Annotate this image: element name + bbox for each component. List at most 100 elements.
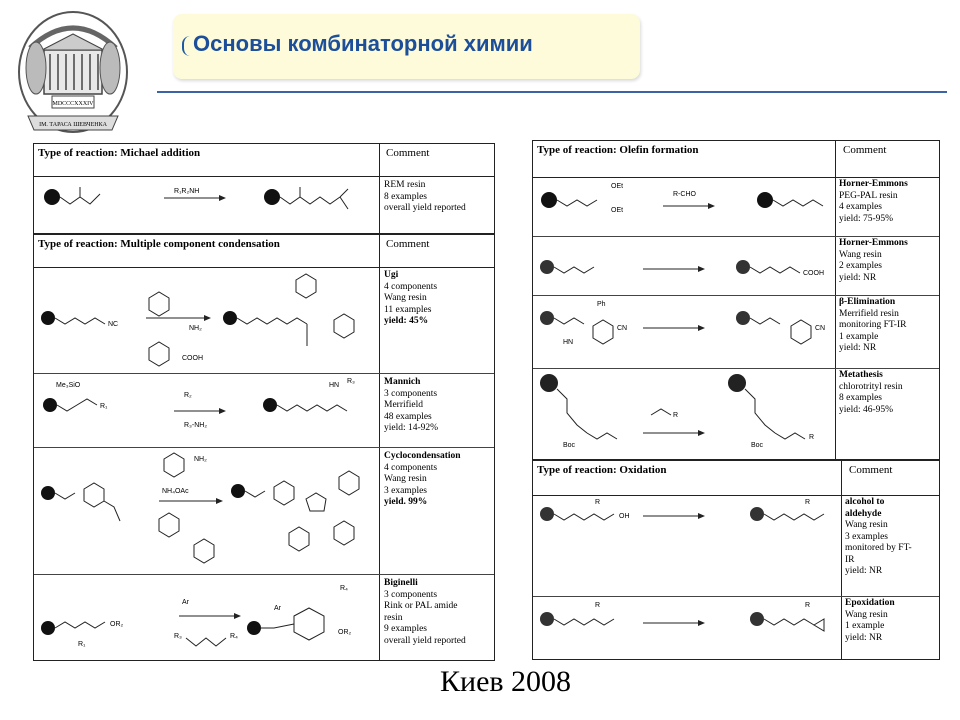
oxidation-table: Type of reaction: Oxidation Comment R OH… xyxy=(532,460,940,660)
reaction-row-biginelli: OR₂ R₁ Ar R₃ R₄ Ar R₄ OR₂ Biginelli 3 co… xyxy=(34,576,494,660)
comment-line: 2 examples xyxy=(839,261,883,271)
reaction-type-label: Type of reaction: Oxidation xyxy=(537,464,667,476)
svg-text:R₄: R₄ xyxy=(340,585,348,592)
svg-text:NH₂: NH₂ xyxy=(189,325,202,332)
comment-line: REM resin xyxy=(384,180,426,190)
comment-header: Comment xyxy=(386,147,430,159)
comment-line: overall yield reported xyxy=(384,635,466,646)
column-divider xyxy=(379,144,380,233)
comment-line: 9 examples xyxy=(384,624,428,634)
resin-bead xyxy=(44,189,60,205)
slide-title: Основы комбинаторной химии xyxy=(193,31,533,56)
comment-line: 1 example xyxy=(845,621,885,631)
logo-year: MDCCCXXXIV xyxy=(52,101,94,107)
resin-bead xyxy=(264,189,280,205)
reaction-type-label: Type of reaction: Michael addition xyxy=(38,147,201,159)
ugi-scheme: NC NH₂ COOH xyxy=(41,273,355,367)
svg-text:R₁: R₁ xyxy=(78,641,86,648)
reaction-row-epoxidation: R R Epoxidation Wang resin 1 example yie… xyxy=(533,597,939,659)
reaction-type-label: Type of reaction: Multiple component con… xyxy=(38,238,280,250)
comment-line: monitoring FT-IR xyxy=(839,320,907,330)
horner-emmons-1-comments: Horner-Emmons PEG-PAL resin 4 examples y… xyxy=(839,179,908,225)
reaction-name: Epoxidation xyxy=(845,598,895,608)
svg-text:Boc: Boc xyxy=(751,442,764,449)
comment-line: yield: NR xyxy=(845,632,883,643)
comment-line: monitored by FT- xyxy=(845,543,912,553)
svg-text:OR₂: OR₂ xyxy=(110,621,124,628)
svg-text:HN: HN xyxy=(329,382,339,389)
svg-text:R: R xyxy=(595,602,600,609)
beta-elimination-scheme: Ph CN HN CN xyxy=(540,301,825,346)
epoxidation-scheme: R R xyxy=(540,602,825,632)
epoxidation-comments: Epoxidation Wang resin 1 example yield: … xyxy=(845,598,895,644)
alcohol-to-aldehyde-scheme: R OH R xyxy=(540,499,825,521)
svg-text:R-CHO: R-CHO xyxy=(673,191,696,198)
svg-text:Ar: Ar xyxy=(274,605,282,612)
biginelli-comments: Biginelli 3 components Rink or PAL amide… xyxy=(384,578,466,647)
svg-text:R: R xyxy=(805,499,810,506)
svg-text:OH: OH xyxy=(619,513,630,520)
table-header: Type of reaction: Multiple component con… xyxy=(34,235,494,268)
svg-text:NC: NC xyxy=(108,321,118,328)
comment-header: Comment xyxy=(849,464,893,476)
university-crest-logo: MDCCCXXXIV ІМ. ТАРАСА ШЕВЧЕНКА xyxy=(18,11,128,133)
svg-text:R₁: R₁ xyxy=(100,403,108,410)
cyclocondensation-comments: Cyclocondensation 4 components Wang resi… xyxy=(384,451,461,509)
reaction-type-label: Type of reaction: Olefin formation xyxy=(537,144,699,156)
svg-text:COOH: COOH xyxy=(182,355,203,362)
comment-line: Wang resin xyxy=(384,293,427,303)
svg-text:OEt: OEt xyxy=(611,207,623,214)
svg-text:NH₄OAc: NH₄OAc xyxy=(162,488,189,495)
comment-line: yield: 46-95% xyxy=(839,404,894,415)
svg-text:R: R xyxy=(595,499,600,506)
svg-text:R₃: R₃ xyxy=(174,633,182,640)
comment-line: 3 examples xyxy=(845,531,889,542)
comment-header: Comment xyxy=(386,238,430,250)
svg-text:Boc: Boc xyxy=(563,442,576,449)
cyclocondensation-scheme: NH₂ NH₄OAc xyxy=(41,452,360,564)
comment-line: 48 examples xyxy=(384,411,432,422)
svg-text:CN: CN xyxy=(815,325,825,332)
comment-line: yield: 45% xyxy=(384,316,429,326)
multicomponent-condensation-table: Type of reaction: Multiple component con… xyxy=(33,234,495,661)
comment-line: Merrifield resin xyxy=(839,308,899,319)
metathesis-scheme: Boc R Boc R xyxy=(540,374,814,449)
reaction-row-metathesis: Boc R Boc R Metathesis chlorotrityl resi… xyxy=(533,369,939,459)
mannich-scheme: Me₃SiO R₁ R₂ R₃-NH₂ HN R₃ xyxy=(43,378,355,429)
reaction-row-alcohol-to-aldehyde: R OH R alcohol to aldehyde Wang resin 3 … xyxy=(533,496,939,597)
reaction-name: Biginelli xyxy=(384,578,418,588)
reaction-name: Ugi xyxy=(384,270,399,280)
svg-text:Me₃SiO: Me₃SiO xyxy=(56,382,81,389)
comment-line: Wang resin xyxy=(845,609,888,620)
comment-line: 3 examples xyxy=(384,485,428,496)
comment-line: 4 components xyxy=(384,281,438,292)
title-underline xyxy=(157,91,947,93)
column-divider xyxy=(835,141,836,459)
svg-text:R: R xyxy=(673,412,678,419)
svg-text:R₃-NH₂: R₃-NH₂ xyxy=(184,422,207,429)
comment-line: 3 components xyxy=(384,589,438,600)
comment-line: Wang resin xyxy=(845,520,888,530)
horner-emmons-2-scheme: COOH xyxy=(540,260,824,277)
comment-line: overall yield reported xyxy=(384,203,466,213)
biginelli-scheme: OR₂ R₁ Ar R₃ R₄ Ar R₄ OR₂ xyxy=(41,585,352,648)
svg-text:OR₂: OR₂ xyxy=(338,629,352,636)
title-box xyxy=(173,14,640,79)
reaction-name: Cyclocondensation xyxy=(384,451,461,461)
comment-line: 11 examples xyxy=(384,304,432,315)
michael-addition-scheme: R₁R₂NH xyxy=(44,187,349,210)
michael-comments: REM resin 8 examples overall yield repor… xyxy=(384,180,466,215)
table-header: Type of reaction: Michael addition Comme… xyxy=(34,144,494,177)
comment-line: yield: NR xyxy=(845,566,883,576)
comment-line: aldehyde xyxy=(845,508,882,519)
table-header: Type of reaction: Oxidation Comment xyxy=(533,461,939,496)
comment-line: resin xyxy=(384,612,403,623)
comment-line: chlorotrityl resin xyxy=(839,381,903,392)
title-bullet-decoration xyxy=(182,36,190,56)
comment-line: 3 components xyxy=(384,388,438,399)
svg-text:R₂: R₂ xyxy=(184,392,192,399)
olefin-formation-table: Type of reaction: Olefin formation Comme… xyxy=(532,140,940,460)
horner-emmons-2-comments: Horner-Emmons Wang resin 2 examples yiel… xyxy=(839,238,908,284)
reaction-row-horner-emmons-1: OEt OEt R-CHO Horner-Emmons PEG-PAL resi… xyxy=(533,178,939,237)
svg-text:NH₂: NH₂ xyxy=(194,456,207,463)
